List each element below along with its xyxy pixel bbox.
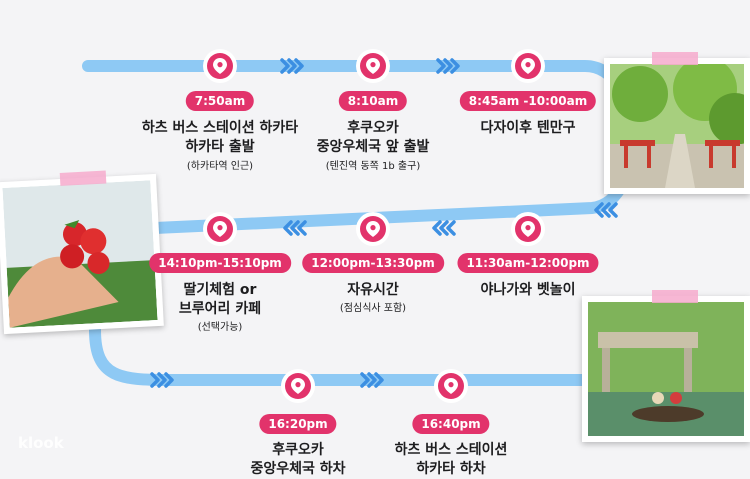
stop-time-badge: 8:10am	[338, 91, 408, 111]
klook-logo: klook	[18, 434, 64, 452]
arrow-group-5	[283, 220, 307, 236]
arrow-group-4	[432, 220, 456, 236]
stop-title-line: 브루어리 카페	[178, 301, 262, 317]
arrow-group-3	[594, 202, 618, 218]
stop-title-line: 중앙우체국 하차	[250, 461, 346, 477]
arrow-group-2	[436, 58, 460, 74]
stop-title-line: 후쿠오카	[347, 120, 399, 136]
stop-title-line: 하카타 출발	[185, 139, 255, 155]
arrow-group-7	[360, 372, 384, 388]
arrow-group-6	[150, 372, 174, 388]
stop-title-line: 중앙우체국 앞 출발	[316, 139, 430, 155]
stop-title-line: 후쿠오카	[272, 442, 324, 458]
arrow-group-1	[280, 58, 304, 74]
location-pin-icon	[438, 373, 464, 399]
stop-time-badge: 8:45am -10:00am	[459, 91, 597, 111]
location-pin-icon	[207, 53, 233, 79]
stop-subtitle: (하카타역 인근)	[186, 161, 254, 172]
location-pin-icon	[360, 53, 386, 79]
stop-time-badge: 7:50am	[185, 91, 255, 111]
stop-title: 야나가와 벳놀이	[480, 281, 575, 300]
location-pin-icon	[360, 216, 386, 242]
stop-subtitle: (텐진역 동쪽 1b 출구)	[325, 161, 421, 172]
stop-title-line: 하츠 버스 스테이션 하카타	[141, 120, 299, 136]
stop-title-line: 딸기체험 or	[183, 282, 257, 298]
stop-time-badge: 12:00pm-13:30pm	[302, 253, 444, 273]
stop-title-line: 다자이후 텐만구	[480, 120, 576, 136]
stop-time-badge: 11:30am-12:00pm	[457, 253, 599, 273]
stop-title: 자유시간	[347, 281, 399, 300]
photo-dazaifu	[604, 52, 750, 194]
stop-title-line: 하츠 버스 스테이션	[394, 442, 508, 458]
location-pin-icon	[207, 216, 233, 242]
location-pin-icon	[515, 53, 541, 79]
stop-time-badge: 16:20pm	[259, 414, 337, 434]
location-pin-icon	[515, 216, 541, 242]
stop-title-line: 야나가와 벳놀이	[480, 282, 576, 298]
location-pin-icon	[285, 373, 311, 399]
photo-yanagawa	[582, 290, 750, 442]
photo-strawberry	[0, 170, 164, 335]
stop-title-line: 자유시간	[347, 282, 399, 298]
stop-time-badge: 16:40pm	[412, 414, 490, 434]
stop-subtitle: (선택가능)	[197, 322, 243, 333]
stop-title: 딸기체험 or 브루어리 카페	[179, 281, 261, 319]
stop-subtitle: (점심식사 포함)	[339, 303, 407, 314]
stop-title: 다자이후 텐만구	[480, 119, 575, 138]
stop-time-badge: 14:10pm-15:10pm	[149, 253, 291, 273]
stop-title-line: 하카타 하차	[416, 461, 486, 477]
